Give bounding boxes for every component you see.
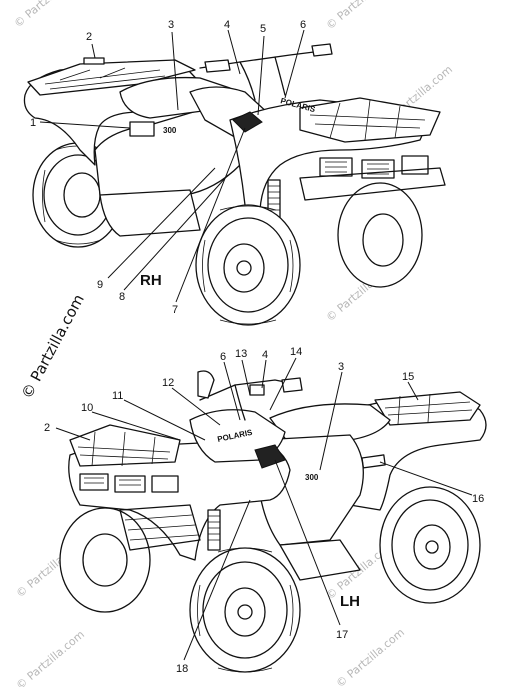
upper-callout-labels: 1 2 3 4 5 6 7 8 9 [30,19,306,316]
side-decal [129,121,155,137]
front-far-wheel [337,182,423,288]
watermark-text: © Partzilla.com [12,0,85,30]
front-rack [69,424,181,467]
stripe-decal [254,444,286,469]
callout-label: 3 [168,19,174,31]
front-rack [299,97,441,143]
callout-label: 9 [97,279,103,291]
callout-label: 17 [336,629,348,641]
rear-rack [374,391,481,426]
callout-label: 3 [338,361,344,373]
front-bumper [299,167,446,201]
callout-label: 12 [162,377,174,389]
view-label-lh: LH [340,593,360,610]
view-label-rh: RH [140,272,162,289]
callout-label: 8 [119,291,125,303]
rear-fender-decal [361,454,386,469]
handlebar [199,43,333,101]
headlight-right [151,475,179,493]
rack-decal [83,57,105,65]
headlight-right [401,155,429,175]
atv-left-side-view: 300 POLARIS [59,370,487,673]
front-near-wheel [195,204,301,326]
callout-label: 4 [224,19,230,31]
watermark-main: © Partzilla.com [18,291,88,402]
footwell [99,189,201,237]
callout-label: 6 [300,19,306,31]
front-near-wheel [189,547,301,673]
callout-label: 13 [235,348,247,360]
callout-label: 11 [112,390,123,402]
lower-leader-lines [55,357,473,661]
callout-label: 2 [86,31,92,43]
rear-near-wheel [379,486,481,604]
callout-label: 10 [81,402,93,414]
watermark-text: © Partzilla.com [324,0,397,32]
front-frame [119,504,201,551]
lower-callout-labels: 2 3 4 6 10 11 12 13 14 15 16 17 18 [44,346,484,675]
callout-label: 18 [176,663,188,675]
callout-label: 1 [30,117,36,129]
model-badge: 300 [305,473,319,482]
atv-right-side-view: 300 POLARIS [23,43,446,326]
rear-rack [27,59,196,96]
handlebar [197,370,303,421]
callout-label: 4 [262,349,268,361]
callout-label: 5 [260,23,266,35]
callout-label: 15 [402,371,414,383]
callout-label: 2 [44,422,50,434]
headlight-left [79,473,109,491]
callout-label: 16 [472,493,484,505]
callout-label: 14 [290,346,302,358]
model-badge: 300 [163,126,177,135]
headlight-center [114,475,146,493]
callout-label: 6 [220,351,226,363]
stripe-decal [232,111,263,133]
footwell [279,539,361,581]
callout-label: 7 [172,304,178,316]
watermark-text: © Partzilla.com [14,628,87,687]
upper-leader-lines [39,29,305,303]
front-shock [207,509,221,551]
front-far-wheel [59,507,151,613]
